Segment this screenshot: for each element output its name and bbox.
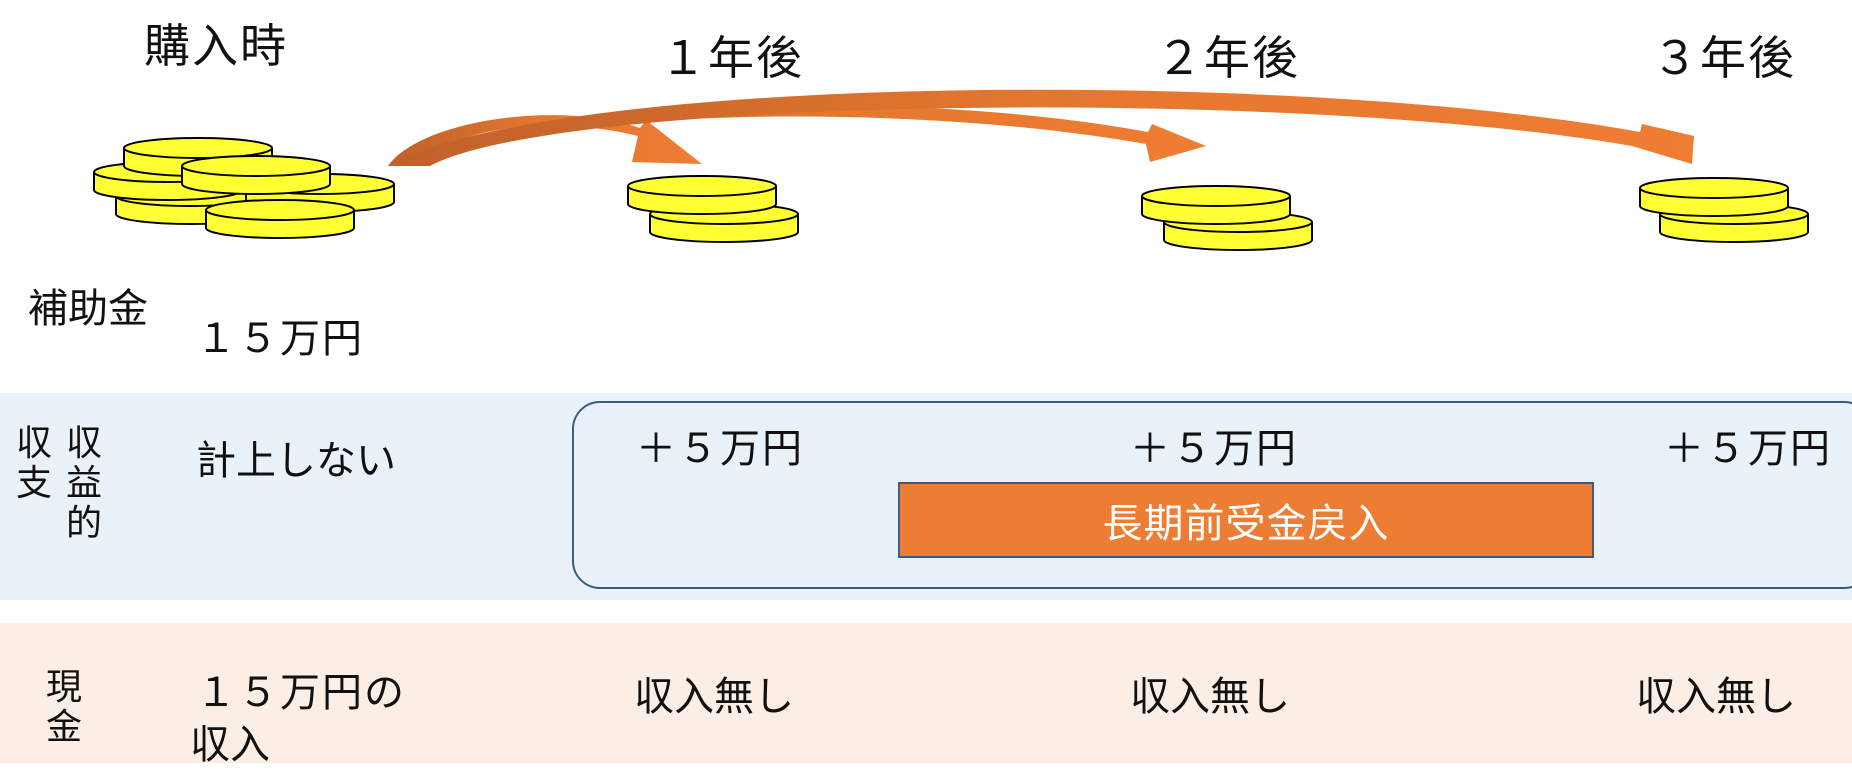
header-year1: １年後 [660,31,804,85]
cash-purchase-value-line2: 収入 [190,722,270,768]
reversal-label-box: 長期前受金戻入 [898,482,1594,558]
header-year3: ３年後 [1652,31,1796,85]
revenue-period-box [572,401,1852,589]
cash-label: 現金 [45,667,82,748]
subsidy-amount: １５万円 [196,316,364,362]
coins-illustration [93,89,1809,251]
coin-stack-year1 [627,175,799,243]
income-year3-value: ＋５万円 [1664,426,1832,472]
cash-year2-value: 収入無し [1130,674,1290,720]
income-label-col2: 収益的 [65,423,102,544]
subsidy-label: 補助金 [28,286,148,332]
income-purchase-value: 計上しない [196,438,396,484]
header-year2: ２年後 [1156,31,1300,85]
arrow-to-year1 [388,115,702,166]
income-label-col1: 収支 [15,423,52,504]
coin-stack-purchase [93,137,395,239]
cash-year3-value: 収入無し [1636,674,1796,720]
cash-year1-value: 収入無し [634,674,794,720]
reversal-label: 長期前受金戻入 [1102,501,1390,547]
coin-stack-year2 [1141,185,1313,251]
coin-stack-year3 [1639,177,1809,243]
income-year1-value: ＋５万円 [636,426,804,472]
cash-band [0,623,1852,763]
arrow-to-year3 [388,89,1694,166]
header-purchase: 購入時 [144,19,288,73]
cash-purchase-value-line1: １５万円の [196,670,406,716]
income-year2-value: ＋５万円 [1130,426,1298,472]
